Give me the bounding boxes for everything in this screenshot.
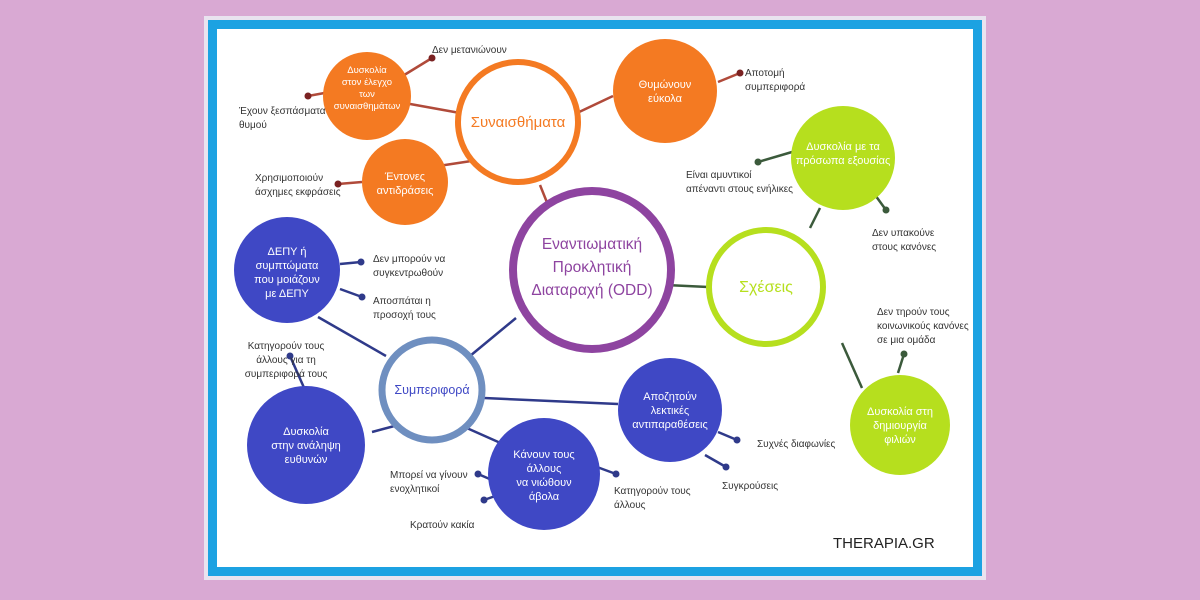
leaf-regret: Δεν μετανιώνουν	[432, 44, 507, 56]
behavior-hub	[378, 336, 486, 444]
emotions-hub-label: Συναισθήματα	[471, 114, 566, 131]
node-emotion-control	[323, 52, 411, 140]
node-adhd	[234, 217, 340, 323]
watermark: THERAPIA.GR	[833, 535, 935, 552]
node-authority	[791, 106, 895, 210]
center-circle	[509, 187, 675, 353]
leaf-dots-blue	[286, 258, 741, 504]
leaf-dots-green	[754, 158, 908, 358]
leaf-grudge: Κρατούν κακία	[410, 519, 475, 531]
leaf-disagree: Συχνές διαφωνίες	[757, 438, 835, 450]
emotions-hub	[455, 59, 581, 185]
node-friendships	[850, 375, 950, 475]
behavior-connectors	[288, 260, 738, 502]
leaf-dots	[304, 54, 744, 188]
relations-hub-label: Σχέσεις	[739, 279, 793, 296]
node-responsibility	[247, 386, 365, 504]
leaf-conflict: Συγκρούσεις	[722, 480, 778, 492]
node-uncomfortable	[488, 418, 600, 530]
node-intense-reactions	[362, 139, 448, 225]
node-angry-easily	[613, 39, 717, 143]
relations-hub	[706, 227, 826, 347]
node-verbal	[618, 358, 722, 462]
behavior-hub-label: Συμπεριφορά	[394, 383, 469, 397]
